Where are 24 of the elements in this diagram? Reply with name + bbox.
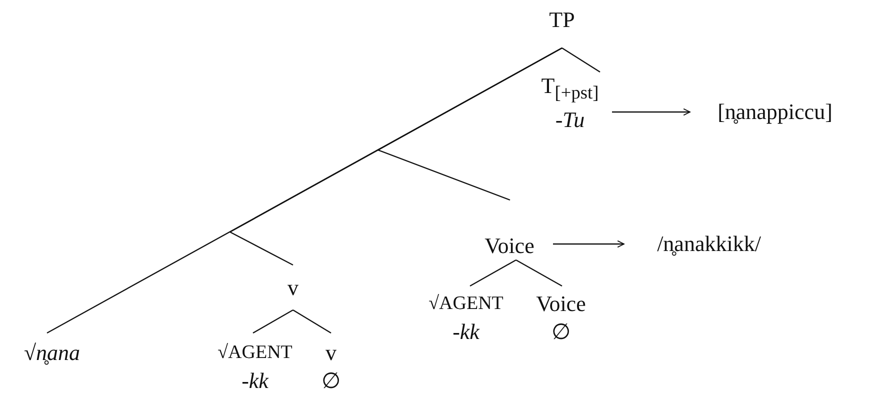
tree-branch xyxy=(470,259,516,287)
node-label: √AGENT xyxy=(218,341,292,365)
morpheme-label: ∅ xyxy=(552,318,570,346)
tree-branch xyxy=(562,48,600,72)
tree-branch xyxy=(292,309,332,334)
node-label: TP xyxy=(549,6,575,34)
node-label: √n̥ana xyxy=(24,339,80,367)
node-label: Voice xyxy=(536,290,586,318)
tree-branch xyxy=(252,309,294,334)
node-label: v xyxy=(288,274,298,302)
node-label: [n̥anappiccu] xyxy=(718,98,832,126)
node-label: √AGENT xyxy=(428,292,504,316)
arrow xyxy=(612,108,690,116)
node-label: v xyxy=(326,339,336,367)
morpheme-label: -kk xyxy=(242,367,268,395)
node-label: /n̥anakkikk/ xyxy=(657,230,761,258)
morpheme-label: -Tu xyxy=(555,106,585,134)
node-label: Voice xyxy=(484,232,534,260)
morpheme-label: ∅ xyxy=(322,367,340,395)
morpheme-label: -kk xyxy=(452,318,480,346)
node-label: T$_{[+pst]}$ xyxy=(541,72,599,104)
tree-branch xyxy=(516,259,562,287)
arrow xyxy=(553,240,624,248)
tree-branch xyxy=(228,47,562,266)
